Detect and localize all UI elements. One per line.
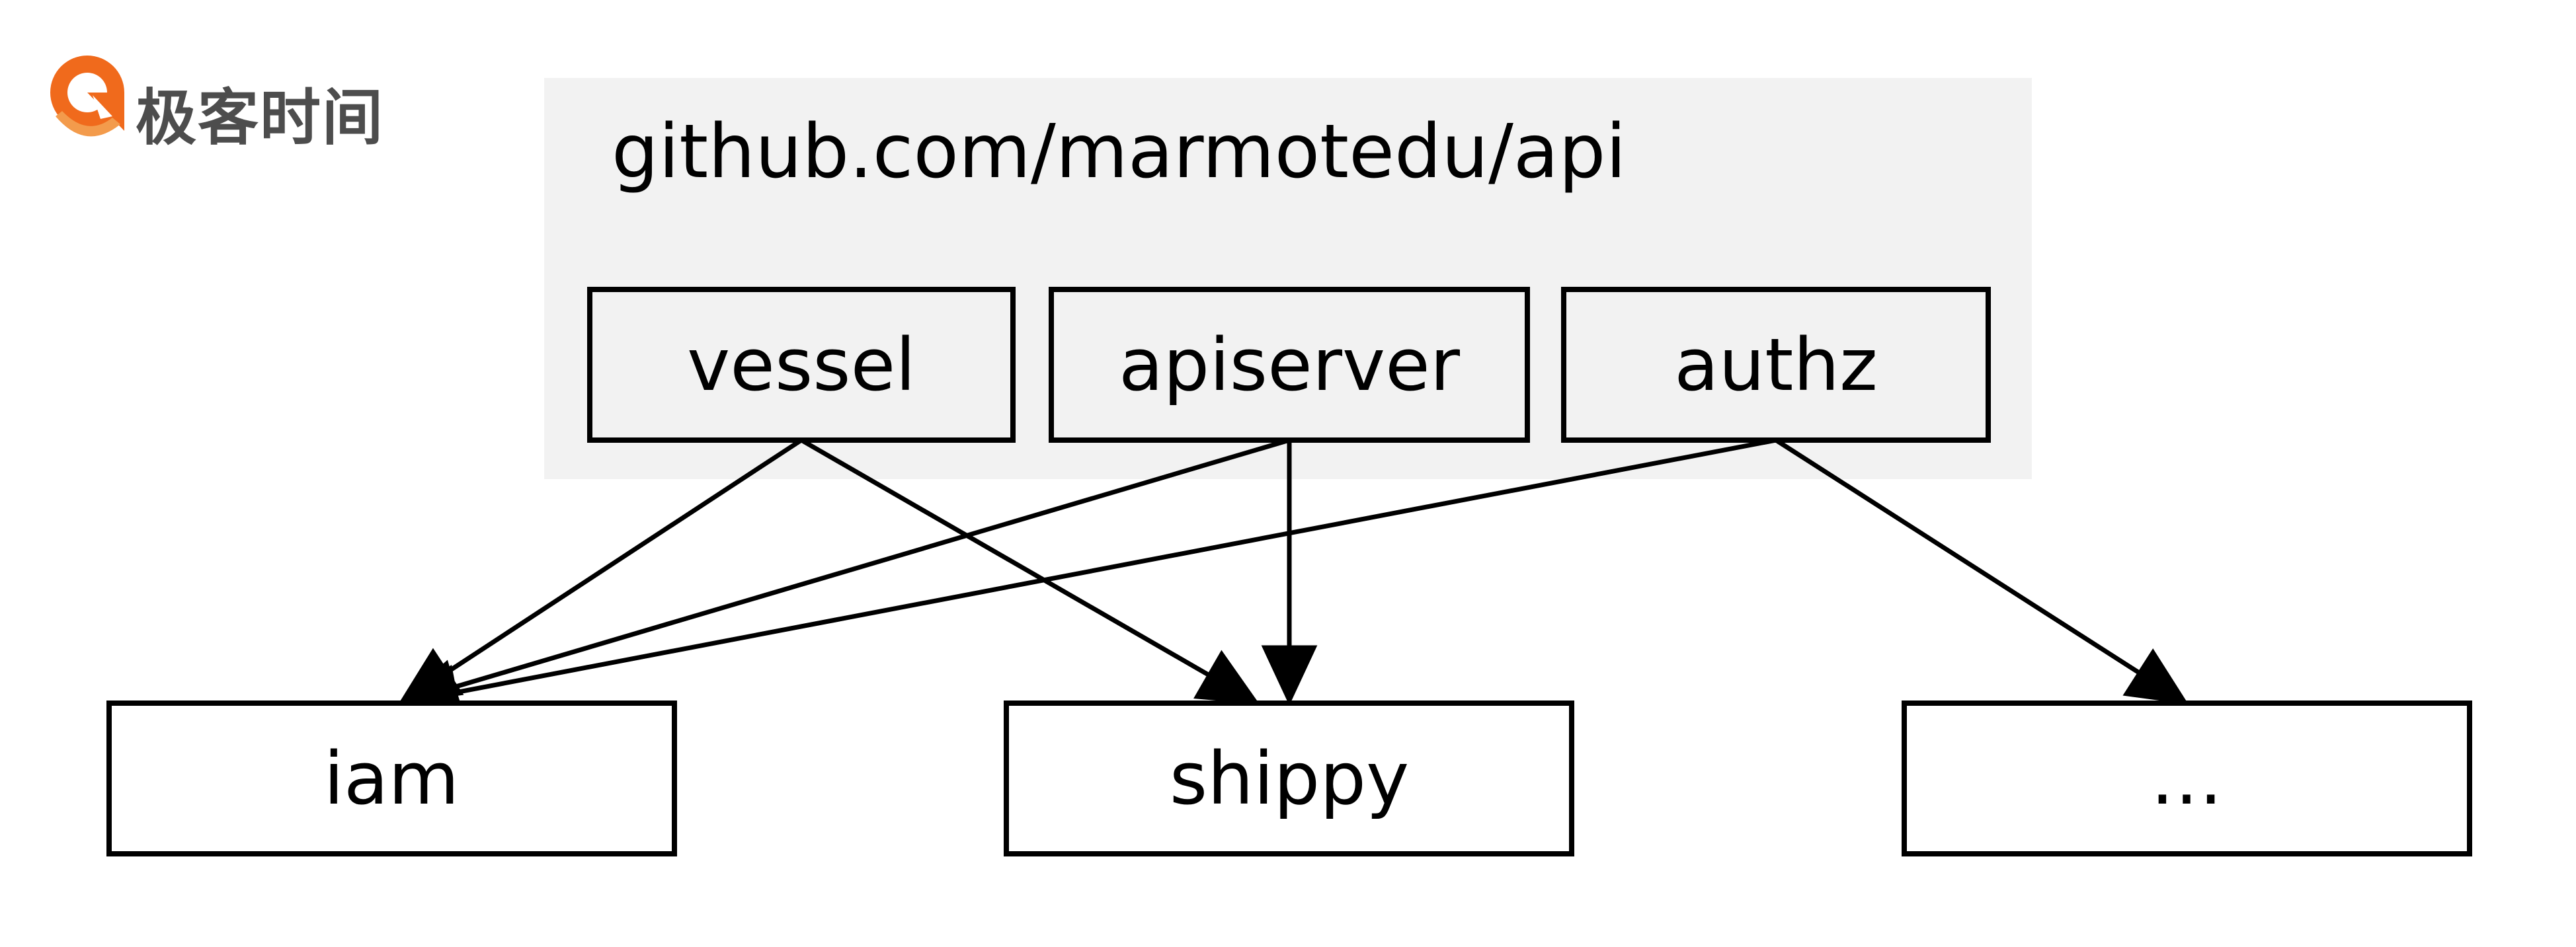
arrowhead-icon — [2122, 648, 2189, 704]
node-more-label: … — [2150, 736, 2223, 821]
node-vessel[interactable]: vessel — [587, 287, 1016, 443]
edge-line — [1775, 438, 2140, 675]
edge-apiserver-to-shippy — [1261, 440, 1318, 706]
edge-line — [800, 437, 1210, 677]
node-more-box — [1902, 701, 2472, 856]
node-vessel-box — [587, 287, 1016, 443]
edge-line — [446, 438, 803, 674]
edge-authz-to-iam — [397, 437, 1777, 720]
arrowhead-icon — [1261, 645, 1318, 706]
logo: 极客时间 — [46, 53, 430, 153]
node-apiserver[interactable]: apiserver — [1049, 287, 1530, 443]
node-apiserver-label: apiserver — [1119, 322, 1461, 407]
node-iam-label: iam — [323, 736, 459, 821]
brand-name: 极客时间 — [136, 83, 385, 153]
edges — [397, 437, 2189, 720]
node-vessel-label: vessel — [687, 322, 916, 407]
node-iam[interactable]: iam — [106, 701, 677, 856]
node-iam-box — [106, 701, 677, 856]
node-shippy-label: shippy — [1170, 736, 1409, 821]
node-shippy[interactable]: shippy — [1004, 701, 1574, 856]
nodes: vessel apiserver authz iam shippy … — [106, 287, 2472, 856]
edge-authz-to-more — [1775, 438, 2189, 704]
node-authz[interactable]: authz — [1561, 287, 1991, 443]
cluster-label: github.com/marmotedu/api — [612, 109, 1627, 195]
node-shippy-box — [1004, 701, 1574, 856]
node-apiserver-box — [1049, 287, 1530, 443]
node-authz-label: authz — [1674, 322, 1878, 407]
geektime-logo-icon — [50, 56, 124, 137]
node-more[interactable]: … — [1902, 701, 2472, 856]
arrowhead-icon — [1193, 650, 1260, 704]
edge-line — [454, 437, 1290, 689]
edge-line — [455, 437, 1777, 695]
node-authz-box — [1561, 287, 1991, 443]
edge-vessel-to-shippy — [800, 437, 1260, 704]
edge-apiserver-to-iam — [397, 437, 1290, 714]
